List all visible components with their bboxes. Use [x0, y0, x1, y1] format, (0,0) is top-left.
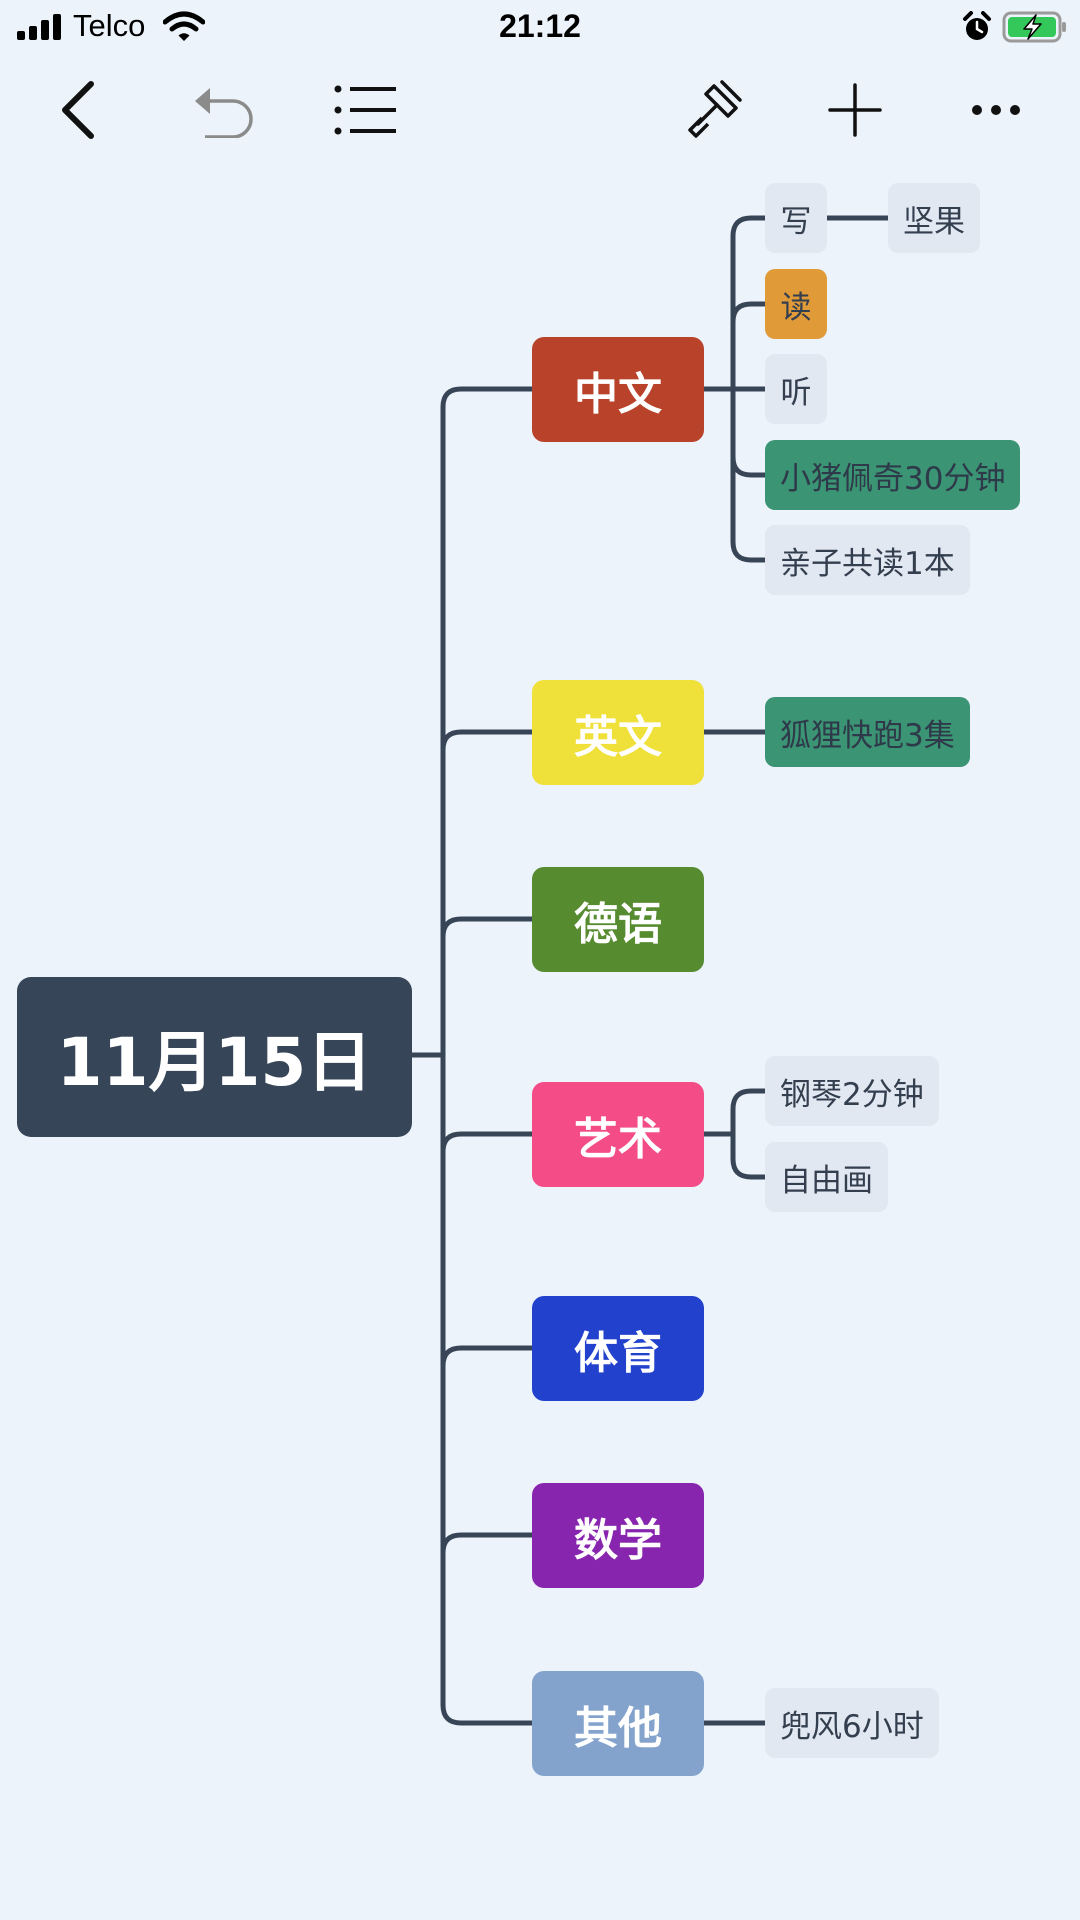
leaf-node-reading[interactable]: 亲子共读1本: [765, 525, 970, 595]
category-label: 艺术: [574, 1113, 662, 1165]
connector-trunk: [440, 386, 535, 1726]
leaf-label: 读: [780, 289, 812, 326]
connector-lines: [409, 215, 891, 1726]
category-label: 其他: [574, 1702, 662, 1754]
format-brush-icon: [688, 80, 742, 138]
category-node-german[interactable]: 德语: [532, 867, 704, 972]
back-icon: [62, 81, 94, 139]
root-label: 11月15日: [56, 1024, 373, 1101]
undo-button[interactable]: [180, 70, 270, 150]
add-button[interactable]: [810, 70, 900, 150]
leaf-label: 兜风6小时: [780, 1708, 924, 1745]
leaf-node-nuts[interactable]: 坚果: [888, 183, 980, 253]
connector-german: [440, 916, 535, 940]
leaf-label: 听: [780, 374, 812, 411]
connector-chinese-read: [730, 301, 768, 325]
category-label: 德语: [574, 898, 662, 950]
leaf-label: 坚果: [903, 203, 965, 240]
leaf-node-listen[interactable]: 听: [765, 354, 827, 424]
more-icon: [972, 105, 1020, 115]
back-button[interactable]: [34, 70, 124, 150]
alarm-icon: [963, 11, 991, 40]
leaf-label: 自由画: [780, 1162, 873, 1199]
category-node-chinese[interactable]: 中文: [532, 337, 704, 442]
category-label: 体育: [574, 1327, 662, 1379]
connector-math: [440, 1532, 535, 1556]
carrier-name: Telco: [73, 8, 146, 43]
signal-icon: [17, 14, 61, 40]
leaf-node-write[interactable]: 写: [765, 183, 827, 253]
add-icon: [828, 83, 882, 137]
outline-list-icon: [334, 85, 396, 135]
outline-button[interactable]: [320, 70, 410, 150]
undo-icon: [195, 88, 253, 138]
leaf-label: 狐狸快跑3集: [780, 717, 955, 754]
more-button[interactable]: [951, 70, 1041, 150]
connector-art-branch: [730, 1088, 768, 1180]
category-node-math[interactable]: 数学: [532, 1483, 704, 1588]
leaf-node-piano[interactable]: 钢琴2分钟: [765, 1056, 939, 1126]
leaf-label: 写: [780, 203, 812, 240]
root-node[interactable]: 11月15日: [17, 977, 412, 1137]
category-node-other[interactable]: 其他: [532, 1671, 704, 1776]
category-node-art[interactable]: 艺术: [532, 1082, 704, 1187]
leaf-node-fox[interactable]: 狐狸快跑3集: [765, 697, 970, 767]
leaf-node-drawing[interactable]: 自由画: [765, 1142, 888, 1212]
category-label: 中文: [574, 368, 662, 420]
connector-art: [440, 1131, 535, 1155]
leaf-node-peppa[interactable]: 小猪佩奇30分钟: [765, 440, 1021, 510]
status-time: 21:12: [499, 8, 581, 44]
battery-charging-icon: [1002, 11, 1066, 43]
category-label: 英文: [574, 711, 662, 763]
status-bar: Telco 21:12: [0, 0, 1080, 54]
connector-chinese-peppa: [730, 454, 768, 478]
leaf-label: 亲子共读1本: [780, 545, 955, 582]
leaf-node-ride[interactable]: 兜风6小时: [765, 1688, 939, 1758]
leaf-label: 小猪佩奇30分钟: [780, 460, 1006, 497]
format-button[interactable]: [669, 70, 759, 150]
category-node-sports[interactable]: 体育: [532, 1296, 704, 1401]
leaf-node-read[interactable]: 读: [765, 269, 827, 339]
connector-english: [440, 729, 535, 753]
wifi-icon: [163, 11, 205, 41]
connector-sports: [440, 1345, 535, 1369]
category-node-english[interactable]: 英文: [532, 680, 704, 785]
category-label: 数学: [574, 1514, 662, 1566]
leaf-label: 钢琴2分钟: [780, 1076, 924, 1113]
